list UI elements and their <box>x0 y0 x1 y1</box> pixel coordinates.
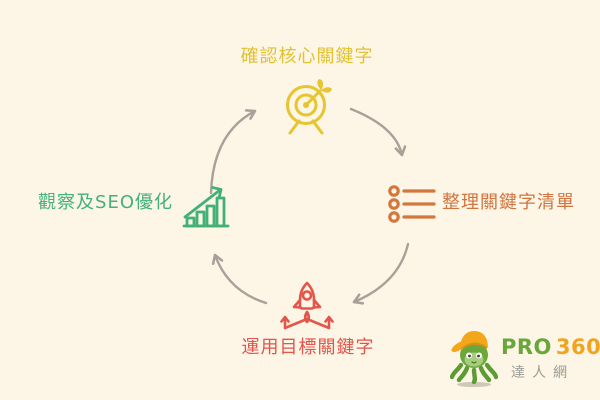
logo-brand-360: 360 <box>555 335 600 359</box>
rocket-launch-icon <box>280 281 334 330</box>
step-label-use-target-keywords: 運用目標關鍵字 <box>241 337 375 358</box>
arrow-top-to-right <box>349 107 407 157</box>
arrow-right-to-bottom <box>352 242 410 305</box>
logo-brand-pro: PRO <box>501 335 552 359</box>
octopus-mascot <box>450 331 498 388</box>
step-label-organize-keyword-list: 整理關鍵字清單 <box>442 192 575 213</box>
arrow-left-to-top <box>209 109 257 195</box>
growth-chart-icon <box>182 186 230 228</box>
step-label-observe-seo-optimize: 觀察及SEO優化 <box>38 192 173 213</box>
target-icon <box>286 79 332 135</box>
arrow-bottom-to-left <box>211 253 268 305</box>
logo-brand-suffix: 達人網 <box>511 365 574 381</box>
step-label-confirm-core-keywords: 確認核心關鍵字 <box>240 46 374 67</box>
list-icon <box>388 185 436 223</box>
